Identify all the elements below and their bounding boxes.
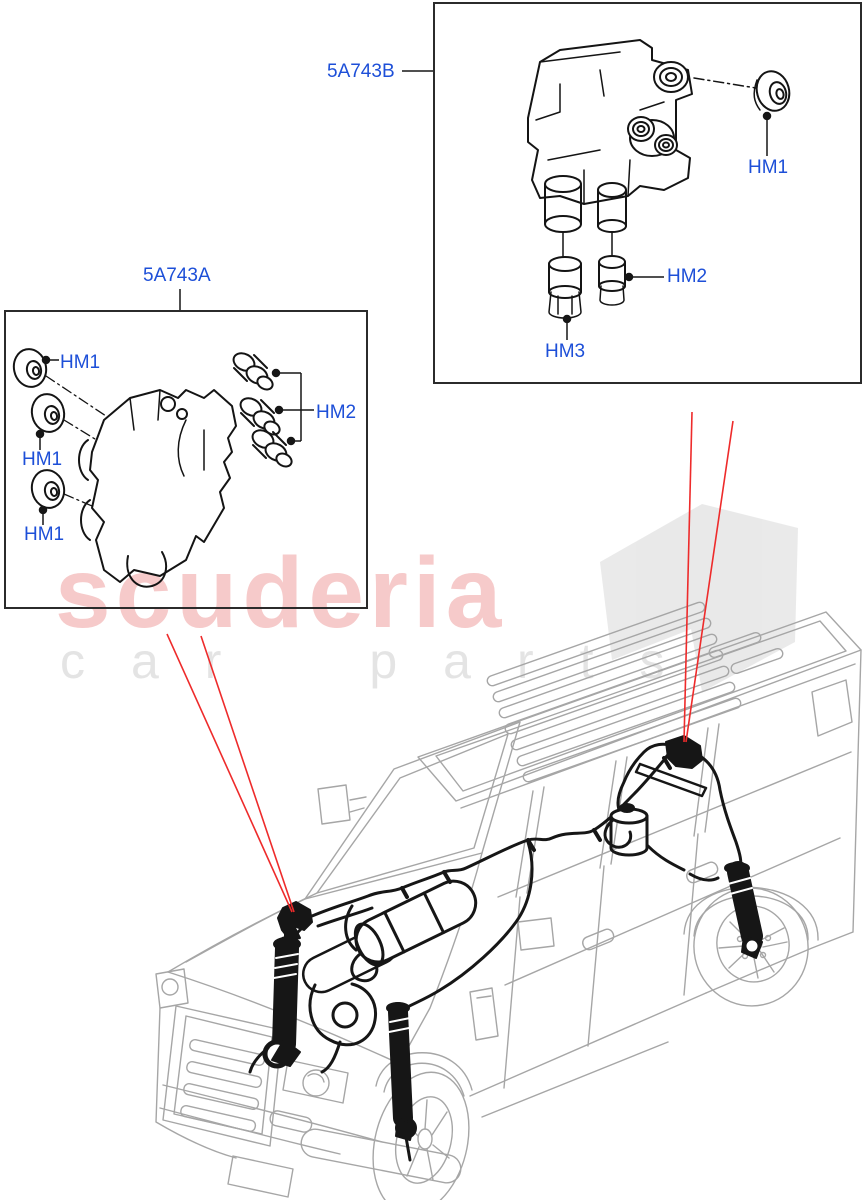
callout-label-hm2-box-a[interactable]: HM2 — [316, 402, 357, 423]
part-number-label-5a743b[interactable]: 5A743B — [327, 61, 395, 82]
callout-label-hm3-box-b[interactable]: HM3 — [545, 341, 586, 362]
air-suspension-harness-art — [248, 735, 763, 1162]
vehicle-line-art — [155, 601, 862, 1200]
callout-label-hm1-top-box-a[interactable]: HM1 — [60, 352, 101, 373]
callout-label-hm1-box-b[interactable]: HM1 — [748, 157, 789, 178]
callout-label-hm1-bottom-box-a[interactable]: HM1 — [24, 524, 65, 545]
part-number-label-5a743a[interactable]: 5A743A — [143, 265, 211, 286]
callout-label-hm2-box-b[interactable]: HM2 — [667, 266, 708, 287]
callout-box-5a743a — [4, 289, 368, 609]
callout-label-hm1-middle-box-a[interactable]: HM1 — [22, 449, 63, 470]
red-locator-lines — [166, 411, 734, 913]
callout-box-5a743b — [402, 2, 862, 384]
